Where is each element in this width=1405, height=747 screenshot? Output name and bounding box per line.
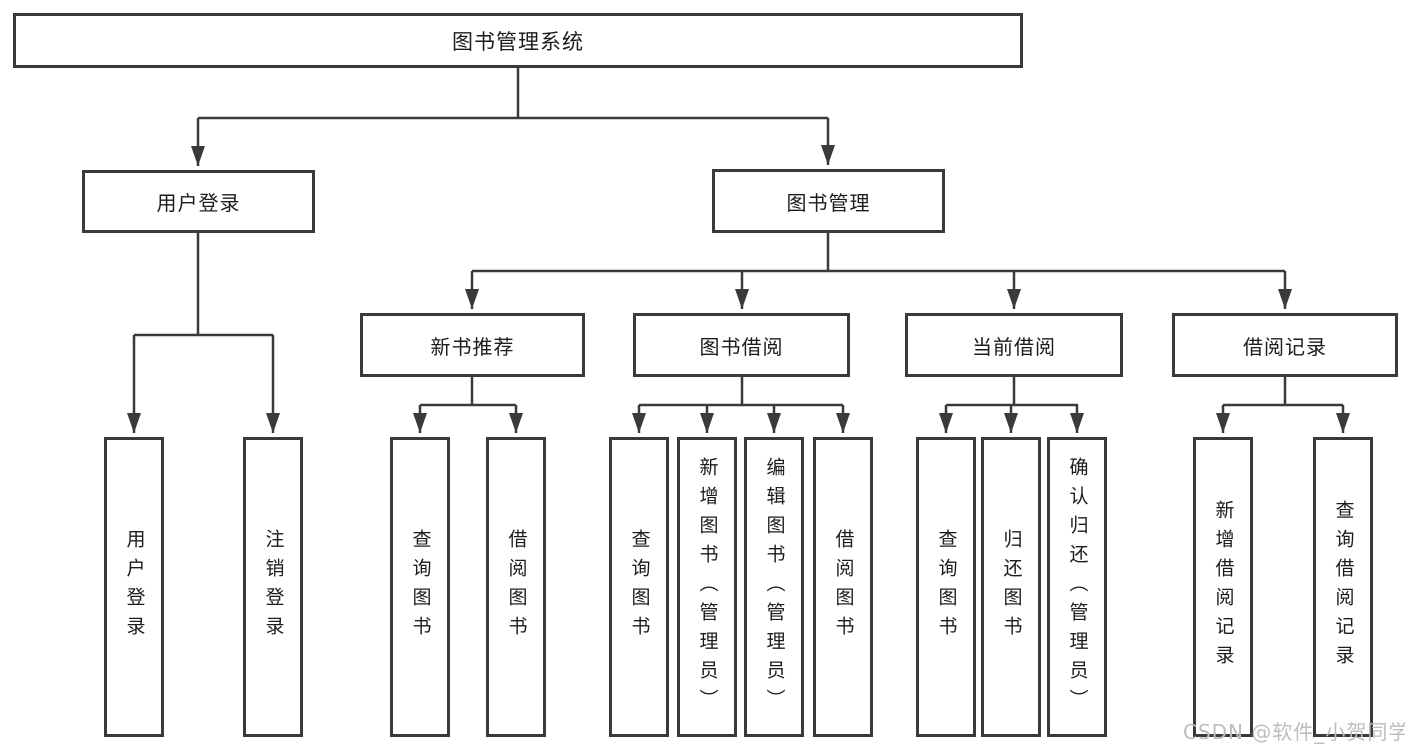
leaf-confirm-return-admin: 确认归还（管理员） [1047, 437, 1107, 737]
leaf-logout: 注销登录 [243, 437, 303, 737]
leaf-recommend-borrow-book: 借阅图书 [486, 437, 546, 737]
leaf-query-borrow-record: 查询借阅记录 [1313, 437, 1373, 737]
node-library-management-system: 图书管理系统 [13, 13, 1023, 68]
leaf-recommend-query-book: 查询图书 [390, 437, 450, 737]
leaf-return-book-label: 归还图书 [1000, 529, 1023, 645]
leaf-logout-label: 注销登录 [262, 529, 285, 645]
leaf-add-book-admin: 新增图书（管理员） [677, 437, 737, 737]
leaf-user-login: 用户登录 [104, 437, 164, 737]
leaf-current-query-book: 查询图书 [916, 437, 976, 737]
leaf-return-book: 归还图书 [981, 437, 1041, 737]
leaf-add-borrow-record: 新增借阅记录 [1193, 437, 1253, 737]
leaf-borrow-book-label: 借阅图书 [832, 529, 855, 645]
leaf-user-login-label: 用户登录 [123, 529, 146, 645]
leaf-query-borrow-record-label: 查询借阅记录 [1332, 500, 1355, 674]
leaf-edit-book-admin: 编辑图书（管理员） [744, 437, 804, 737]
leaf-recommend-borrow-book-label: 借阅图书 [505, 529, 528, 645]
node-book-management: 图书管理 [712, 169, 945, 233]
leaf-borrow-query-book-label: 查询图书 [628, 529, 651, 645]
leaf-add-book-admin-label: 新增图书（管理员） [696, 456, 719, 718]
connector-group [127, 68, 1350, 433]
node-current-borrow: 当前借阅 [905, 313, 1123, 377]
leaf-borrow-book: 借阅图书 [813, 437, 873, 737]
leaf-recommend-query-book-label: 查询图书 [409, 529, 432, 645]
node-book-borrow: 图书借阅 [633, 313, 850, 377]
node-new-book-recommend: 新书推荐 [360, 313, 585, 377]
leaf-current-query-book-label: 查询图书 [935, 529, 958, 645]
leaf-edit-book-admin-label: 编辑图书（管理员） [763, 456, 786, 718]
node-borrow-records: 借阅记录 [1172, 313, 1398, 377]
leaf-add-borrow-record-label: 新增借阅记录 [1212, 500, 1235, 674]
node-user-login: 用户登录 [82, 170, 315, 233]
csdn-watermark: CSDN @软件_小贺同学 [1183, 720, 1405, 744]
leaf-borrow-query-book: 查询图书 [609, 437, 669, 737]
leaf-confirm-return-admin-label: 确认归还（管理员） [1066, 456, 1089, 718]
